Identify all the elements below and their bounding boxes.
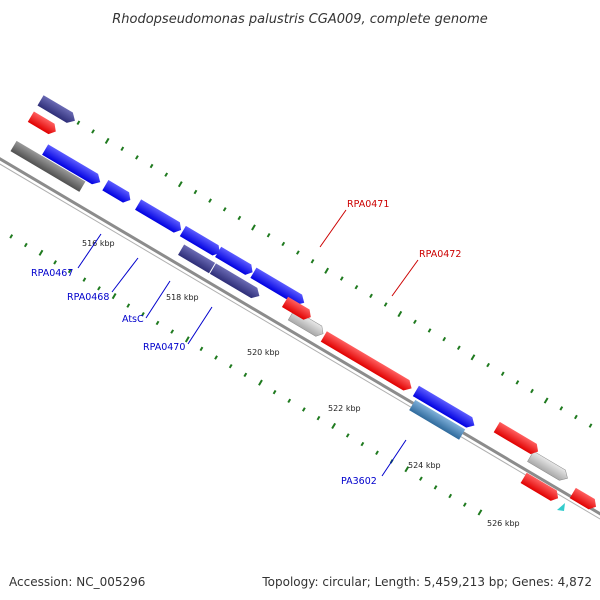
genome-backbone-inner [0, 154, 600, 523]
gene-arrow-blue-atsc[interactable] [215, 246, 256, 278]
map-title: Rhodopseudomonas palustris CGA009, compl… [112, 12, 488, 27]
outer-ticks [47, 103, 593, 428]
gene-label-pa3602[interactable]: PA3602 [341, 476, 377, 487]
gene-label-rpa0471[interactable]: RPA0471 [347, 199, 389, 210]
label-leaders [77, 209, 419, 477]
gene-arrow-blue[interactable] [102, 180, 133, 205]
gene-arrow-blue[interactable] [42, 144, 103, 187]
kbp-label-522: 522 kbp [328, 404, 361, 413]
gene-arrow-steel-pa3602[interactable] [409, 399, 466, 440]
gene-arrow-blue-rpa0470[interactable] [250, 267, 307, 308]
gene-arrow-navy[interactable] [37, 95, 78, 126]
gene-arrow-lightgray-rpa0471[interactable] [287, 309, 326, 339]
genome-summary: Topology: circular; Length: 5,459,213 bp… [261, 575, 592, 589]
gene-arrow-red[interactable] [27, 111, 59, 137]
gene-arrow-gray[interactable] [10, 140, 86, 192]
genome-strip [0, 95, 600, 523]
kbp-label-526: 526 kbp [487, 519, 520, 528]
gene-arrow-navy-atsc[interactable] [209, 263, 263, 301]
gene-arrow-red[interactable] [281, 296, 314, 323]
gene-label-rpa0472[interactable]: RPA0472 [419, 249, 461, 260]
kbp-label-524: 524 kbp [408, 461, 441, 470]
gene-label-atsc[interactable]: AtsC [122, 314, 144, 325]
gene-arrow-blue-rpa0468[interactable] [179, 225, 223, 258]
feature-marker [557, 503, 565, 511]
gene-label-rpa0470[interactable]: RPA0470 [143, 342, 185, 353]
gene-arrow-red[interactable] [520, 472, 562, 504]
gene-label-rpa0467[interactable]: RPA0467 [31, 268, 73, 279]
kbp-label-518: 518 kbp [166, 293, 199, 302]
gene-arrow-blue-rpa0467[interactable] [135, 199, 184, 235]
gene-arrow-blue[interactable] [412, 385, 478, 431]
gene-arrow-red[interactable] [493, 421, 541, 457]
gene-arrow-navy-rpa0468[interactable] [178, 244, 216, 274]
gene-label-rpa0468[interactable]: RPA0468 [67, 292, 109, 303]
kbp-label-520: 520 kbp [247, 348, 280, 357]
gene-arrow-red-rpa0472[interactable] [320, 331, 415, 393]
kbp-label-516: 516 kbp [82, 239, 115, 248]
accession-label: Accession: NC_005296 [9, 575, 145, 589]
genome-backbone [0, 150, 600, 520]
gene-arrow-lightgray[interactable] [527, 450, 570, 483]
gene-arrow-red[interactable] [569, 487, 599, 512]
